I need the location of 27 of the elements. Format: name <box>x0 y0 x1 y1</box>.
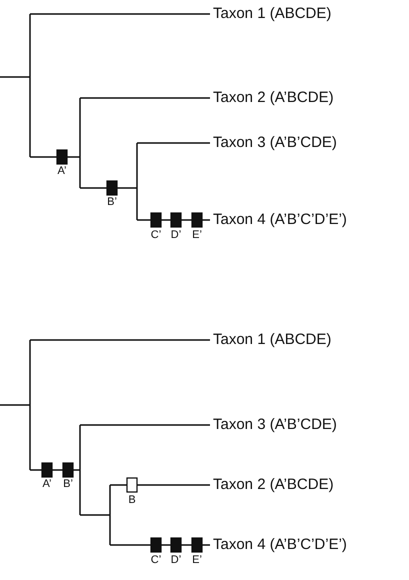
branch-line <box>110 484 210 486</box>
character-label: D’ <box>170 229 182 241</box>
character-label: D’ <box>170 554 182 566</box>
branch-line <box>80 97 210 99</box>
taxon-label: Taxon 4 (A’B’C’D’E’) <box>213 211 347 229</box>
taxon-label: Taxon 3 (A’B’CDE) <box>213 134 337 152</box>
branch-line <box>80 424 210 426</box>
taxon-label: Taxon 3 (A’B’CDE) <box>213 416 337 434</box>
character-label: A’ <box>58 165 66 177</box>
taxon-label: Taxon 2 (A’BCDE) <box>213 89 334 107</box>
character-label: A’ <box>42 478 52 490</box>
character-label: B’ <box>107 196 117 208</box>
branch-line <box>137 219 210 221</box>
character-label: E’ <box>192 554 202 566</box>
character-label: E’ <box>192 229 202 241</box>
branch-line <box>137 142 210 144</box>
character-label: B <box>128 494 136 506</box>
branch-line <box>137 544 210 546</box>
taxon-label: Taxon 2 (A’BCDE) <box>213 476 334 494</box>
taxon-label: Taxon 1 (ABCDE) <box>213 331 332 349</box>
character-label: C’ <box>150 554 162 566</box>
branch-line <box>30 13 210 15</box>
taxon-label: Taxon 4 (A’B’C’D’E’) <box>213 536 347 554</box>
branch-line <box>30 339 210 341</box>
character-label: B’ <box>63 478 73 490</box>
taxon-label: Taxon 1 (ABCDE) <box>213 5 332 23</box>
character-label: C’ <box>150 229 162 241</box>
